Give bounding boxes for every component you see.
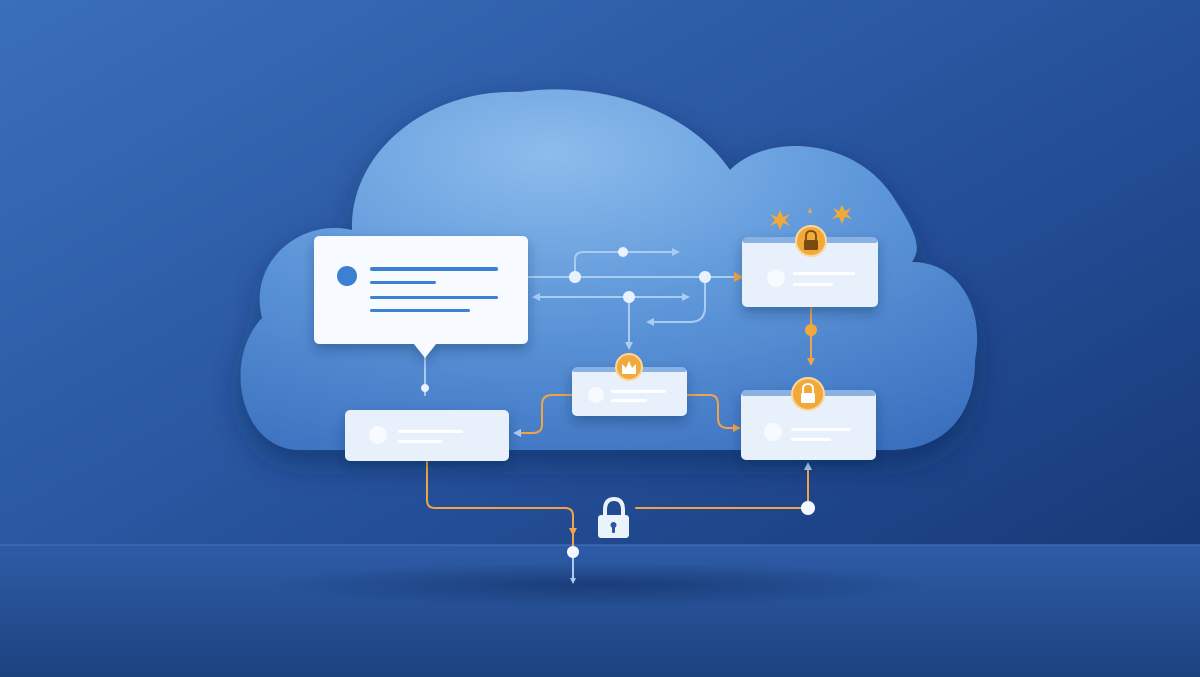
node-card-bottom-right-line-1	[791, 428, 851, 431]
dot-3	[699, 271, 711, 283]
lock-icon	[801, 383, 815, 403]
spark-icon-small	[808, 207, 812, 213]
node-card-bottom-right[interactable]	[741, 390, 876, 460]
node-card-top-right-line-2	[793, 283, 833, 286]
arrow-node4-bottom	[804, 462, 812, 470]
arrow-node2-in	[625, 342, 633, 350]
node-card-bottom-right-avatar	[764, 423, 782, 441]
dot-8	[567, 546, 579, 558]
node-card-center[interactable]	[572, 367, 687, 416]
dot-1	[569, 271, 581, 283]
connector-node2-node5	[514, 394, 573, 434]
arrow-floor	[570, 578, 576, 584]
service-icon	[622, 361, 636, 374]
main-card-line-2	[370, 281, 436, 284]
badge-top-right	[795, 225, 827, 257]
node-card-bottom-right-line-2	[791, 438, 831, 441]
main-card-line-3	[370, 296, 498, 299]
main-card-line-4	[370, 309, 470, 312]
node-card-center-line-1	[611, 390, 666, 393]
padlock-icon	[598, 496, 629, 538]
lock-icon	[804, 230, 818, 250]
node-card-bottom-left-avatar	[369, 426, 387, 444]
dot-2	[618, 247, 628, 257]
main-card-avatar	[337, 266, 357, 286]
spark-icon-right	[832, 205, 852, 224]
arrow-top-right	[672, 248, 680, 256]
arrow-bottom-lock	[569, 528, 577, 536]
node-card-bottom-left[interactable]	[345, 410, 509, 461]
arrow-lower-left	[646, 318, 654, 326]
main-card-line-1	[370, 267, 498, 271]
floor-shadow	[270, 563, 930, 607]
dot-4	[623, 291, 635, 303]
connector-lower	[649, 276, 706, 323]
spark-icon-left	[770, 210, 790, 230]
node-card-center-avatar	[588, 387, 604, 403]
junction-dots	[421, 247, 817, 578]
arrowheads	[513, 248, 815, 584]
node-card-top-right-line-1	[793, 272, 855, 275]
connector-node5-bottom	[426, 461, 574, 549]
badge-center	[615, 353, 643, 381]
arrow-node3	[734, 272, 744, 282]
main-message-card[interactable]	[314, 236, 528, 358]
arrow-mid-left	[532, 293, 540, 301]
node-card-center-line-2	[611, 399, 647, 402]
node-card-top-right[interactable]	[742, 237, 878, 307]
node-card-top-right-avatar	[767, 269, 785, 287]
arrow-node5-in	[513, 429, 521, 437]
dot-5	[421, 384, 429, 392]
badge-bottom-right	[791, 377, 825, 411]
dot-7	[801, 501, 815, 515]
connector-node2-node4	[686, 394, 739, 429]
connector-top-2	[574, 251, 677, 278]
arrow-node4-in	[733, 424, 741, 432]
node-card-bottom-left-line-2	[398, 440, 442, 443]
arrow-mid-right	[682, 293, 690, 301]
dot-6	[805, 324, 817, 336]
node-card-bottom-left-line-1	[398, 430, 463, 433]
arrow-node4-top	[807, 358, 815, 366]
